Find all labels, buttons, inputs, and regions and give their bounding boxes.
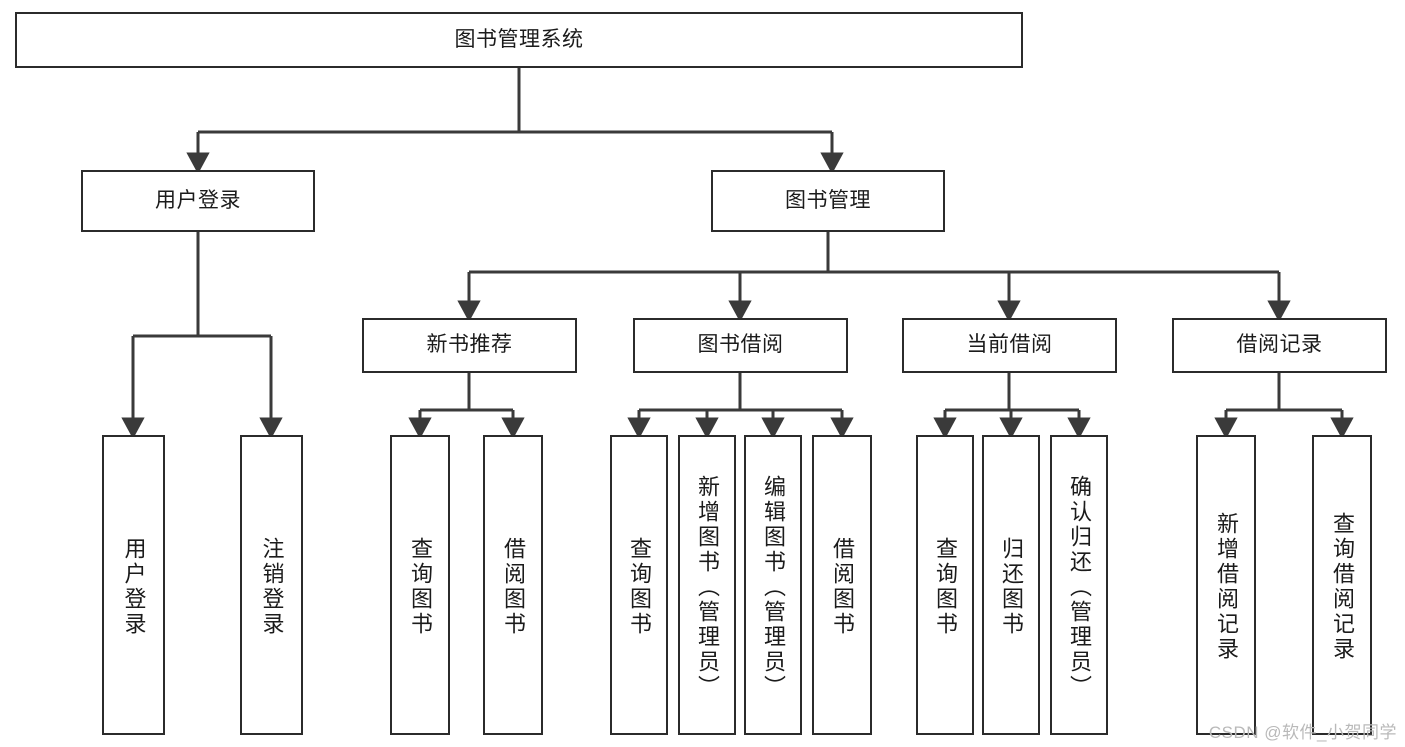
node-borrow-record[interactable]: 借阅记录 [1172, 318, 1387, 373]
node-leaf-query-borrow-record-label: 查询借阅记录 [1330, 512, 1355, 662]
node-leaf-edit-book-admin[interactable]: 编辑图书（管理员） [744, 435, 802, 735]
node-leaf-query-book-current[interactable]: 查询图书 [916, 435, 974, 735]
node-root-label: 图书管理系统 [454, 27, 584, 51]
watermark-text: CSDN @软件_小贺同学 [1208, 723, 1397, 742]
node-leaf-confirm-return-admin-label: 确认归还（管理员） [1067, 474, 1092, 700]
node-leaf-borrow-book-label: 借阅图书 [830, 537, 855, 637]
node-book-borrow[interactable]: 图书借阅 [633, 318, 848, 373]
node-borrow-record-label: 借阅记录 [1236, 333, 1323, 357]
node-book-manage-label: 图书管理 [785, 188, 871, 212]
node-leaf-user-login[interactable]: 用户登录 [102, 435, 165, 735]
node-leaf-edit-book-admin-label: 编辑图书（管理员） [761, 474, 786, 700]
node-book-borrow-label: 图书借阅 [697, 333, 784, 357]
node-leaf-borrow-book-rec-label: 借阅图书 [501, 537, 526, 637]
node-leaf-return-book[interactable]: 归还图书 [982, 435, 1040, 735]
node-leaf-query-book-borrow-label: 查询图书 [627, 537, 652, 637]
node-leaf-add-borrow-record-label: 新增借阅记录 [1214, 512, 1239, 662]
node-leaf-return-book-label: 归还图书 [999, 537, 1024, 637]
node-current-borrow[interactable]: 当前借阅 [902, 318, 1117, 373]
node-book-manage[interactable]: 图书管理 [711, 170, 945, 232]
node-leaf-confirm-return-admin[interactable]: 确认归还（管理员） [1050, 435, 1108, 735]
node-user-login-label: 用户登录 [155, 188, 241, 212]
node-leaf-add-borrow-record[interactable]: 新增借阅记录 [1196, 435, 1256, 735]
node-current-borrow-label: 当前借阅 [966, 333, 1053, 357]
node-new-book-rec-label: 新书推荐 [426, 333, 513, 357]
node-leaf-query-book-rec-label: 查询图书 [408, 537, 433, 637]
node-user-login[interactable]: 用户登录 [81, 170, 315, 232]
node-root[interactable]: 图书管理系统 [15, 12, 1023, 68]
node-leaf-user-logout-label: 注销登录 [259, 537, 285, 637]
node-leaf-query-book-rec[interactable]: 查询图书 [390, 435, 450, 735]
node-leaf-add-book-admin-label: 新增图书（管理员） [695, 474, 720, 700]
node-leaf-borrow-book[interactable]: 借阅图书 [812, 435, 872, 735]
node-leaf-add-book-admin[interactable]: 新增图书（管理员） [678, 435, 736, 735]
node-new-book-rec[interactable]: 新书推荐 [362, 318, 577, 373]
node-leaf-query-borrow-record[interactable]: 查询借阅记录 [1312, 435, 1372, 735]
node-leaf-query-book-borrow[interactable]: 查询图书 [610, 435, 668, 735]
node-leaf-query-book-current-label: 查询图书 [933, 537, 958, 637]
node-leaf-user-logout[interactable]: 注销登录 [240, 435, 303, 735]
node-leaf-user-login-label: 用户登录 [121, 537, 147, 637]
node-leaf-borrow-book-rec[interactable]: 借阅图书 [483, 435, 543, 735]
